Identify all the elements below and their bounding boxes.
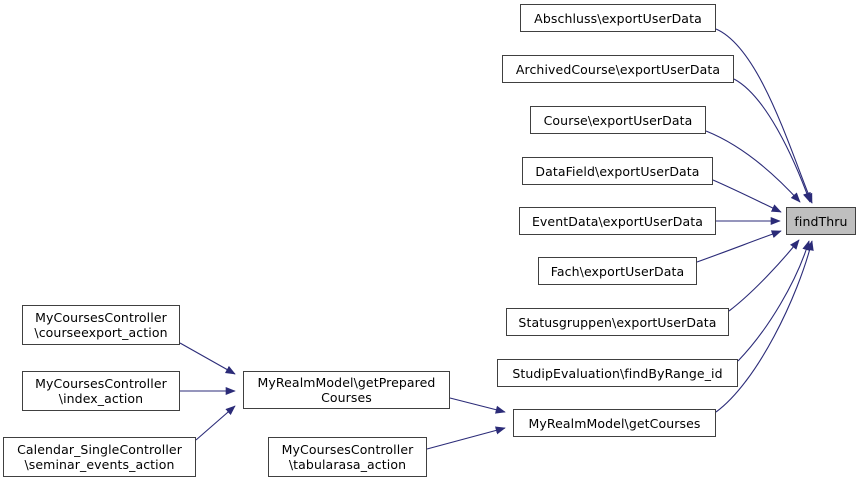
edge-course-to-findthru: [705, 130, 801, 203]
edge-statusgruppen-to-findthru: [728, 239, 800, 312]
edge-fach-to-findthru: [696, 230, 782, 263]
edge-courseexport-to-getpreparedcourses: [179, 342, 236, 375]
graph-node-getcourses[interactable]: MyRealmModel\getCourses: [513, 409, 716, 437]
graph-node-fach[interactable]: Fach\exportUserData: [538, 257, 697, 285]
graph-node-datafield[interactable]: DataField\exportUserData: [522, 157, 713, 185]
edge-abschluss-to-findthru: [715, 28, 813, 204]
graph-node-getpreparedcourses[interactable]: MyRealmModel\getPrepared Courses: [243, 371, 450, 409]
edge-seminarevents-to-getpreparedcourses: [195, 405, 236, 441]
graph-node-courseexport[interactable]: MyCoursesController \courseexport_action: [22, 305, 180, 345]
graph-node-indexaction[interactable]: MyCoursesController \index_action: [22, 371, 180, 411]
graph-node-abschluss[interactable]: Abschluss\exportUserData: [520, 4, 716, 32]
graph-node-eventdata[interactable]: EventData\exportUserData: [519, 207, 716, 235]
edge-group: [179, 28, 814, 450]
graph-node-seminarevents[interactable]: Calendar_SingleController \seminar_event…: [3, 437, 196, 477]
edge-getcourses-to-findthru: [715, 240, 814, 413]
graph-node-studipevaluation[interactable]: StudipEvaluation\findByRange_id: [497, 359, 738, 387]
graph-node-tabularasa[interactable]: MyCoursesController \tabularasa_action: [268, 437, 427, 477]
graph-node-statusgruppen[interactable]: Statusgruppen\exportUserData: [506, 308, 729, 336]
edge-studipevaluation-to-findthru: [737, 240, 811, 362]
edge-archivedcourse-to-findthru: [733, 78, 811, 203]
graph-node-findthru[interactable]: findThru: [786, 207, 856, 235]
edge-datafield-to-findthru: [712, 179, 782, 213]
edge-getpreparedcourses-to-getcourses: [449, 397, 506, 414]
edge-tabularasa-to-getcourses: [426, 426, 506, 450]
graph-node-archivedcourse[interactable]: ArchivedCourse\exportUserData: [502, 55, 734, 83]
graph-node-course[interactable]: Course\exportUserData: [530, 106, 706, 134]
